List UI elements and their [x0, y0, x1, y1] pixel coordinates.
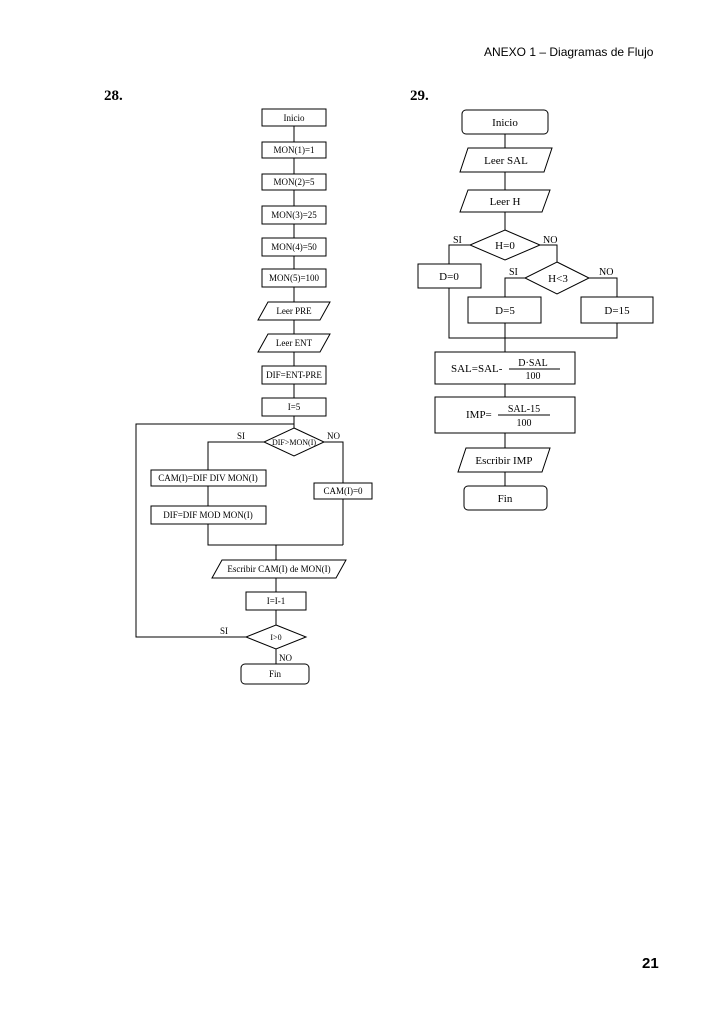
start-label-29: Inicio: [492, 117, 518, 129]
process-box-28: [313, 482, 373, 500]
flowchart-29: Inicio Leer SAL Leer H H=0 SI NO D=0 H<3…: [417, 109, 654, 511]
connector-29-yes: [504, 277, 525, 297]
mon5-label: MON(5)=100: [269, 273, 320, 283]
input-box-28: [257, 333, 331, 353]
diagram-28-number: 28.: [104, 88, 123, 104]
no2-label-28: NO: [279, 653, 292, 663]
cond2-label-29: H<3: [548, 273, 568, 285]
mon1-label: MON(1)=1: [273, 145, 314, 155]
yes2-label-28: SI: [220, 626, 228, 636]
dif-mod-label: DIF=DIF MOD MON(I): [163, 510, 253, 520]
output-box-29: [457, 447, 551, 473]
i-init-label: I=5: [288, 402, 301, 412]
no1-label-29: NO: [543, 235, 557, 246]
flowchart-28: Inicio MON(1)=1 MON(2)=5 MON(3)=25 MON(4…: [135, 108, 373, 685]
decision-diamond-28: [244, 624, 308, 650]
connector-28-loop: [135, 423, 294, 638]
page-number: 21: [642, 955, 659, 972]
input-box-28: [257, 301, 331, 321]
d0-label: D=0: [439, 271, 459, 283]
read-ent-label: Leer ENT: [276, 338, 313, 348]
sal-prefix-label: SAL=SAL-: [451, 363, 503, 375]
yes2-label-29: SI: [509, 267, 518, 278]
input-box-29: [459, 147, 553, 173]
process-box-28: [261, 365, 327, 385]
no2-label-29: NO: [599, 267, 613, 278]
process-box-29: [580, 296, 654, 324]
input-box-29: [459, 189, 551, 213]
cam-zero-label: CAM(I)=0: [323, 486, 363, 496]
process-box-28: [261, 237, 327, 257]
dec-label: I=I-1: [267, 596, 286, 606]
diagram-29-number: 29.: [410, 88, 429, 104]
cond1-label-28: DIF>MON(I): [272, 438, 316, 447]
mon3-label: MON(3)=25: [271, 210, 317, 220]
sal-denominator: 100: [526, 371, 541, 382]
process-box-28: [261, 397, 327, 417]
cam-div-label: CAM(I)=DIF DIV MON(I): [158, 473, 257, 483]
start-box-29: [461, 109, 549, 135]
process-box-28: [261, 141, 327, 159]
cond2-label-28: I>0: [270, 633, 281, 642]
write-label-28: Escribir CAM(I) de MON(I): [227, 564, 330, 574]
dif-label: DIF=ENT-PRE: [266, 370, 322, 380]
mon4-label: MON(4)=50: [271, 242, 317, 252]
d15-label: D=15: [604, 305, 630, 317]
connector-28-yes: [207, 441, 264, 470]
process-box-28: [150, 505, 267, 525]
process-box-28: [245, 591, 307, 611]
process-box-28: [261, 268, 327, 288]
decision-diamond-29: [523, 261, 591, 295]
mon2-label: MON(2)=5: [273, 177, 315, 187]
connector-29-merge: [448, 288, 618, 339]
output-box-28: [211, 559, 347, 579]
sal-numerator: D·SAL: [518, 358, 547, 369]
decision-diamond-28: [262, 427, 326, 457]
end-box-29: [463, 485, 548, 511]
process-box-29: [467, 296, 542, 324]
imp-numerator: SAL-15: [508, 404, 540, 415]
process-box-28: [150, 469, 267, 487]
d5-label: D=5: [495, 305, 515, 317]
connector-29-yes: [448, 244, 470, 264]
read-h-label: Leer H: [490, 196, 521, 208]
imp-denominator: 100: [517, 418, 532, 429]
start-label-28: Inicio: [284, 113, 305, 123]
cond1-label-29: H=0: [495, 240, 515, 252]
imp-prefix-label: IMP=: [466, 409, 492, 421]
connector-29-no: [540, 244, 558, 262]
end-box-28: [240, 663, 310, 685]
read-sal-label: Leer SAL: [484, 155, 528, 167]
process-box-29: [417, 263, 482, 289]
end-label-28: Fin: [269, 669, 282, 679]
end-label-29: Fin: [498, 493, 513, 505]
no1-label-28: NO: [327, 431, 340, 441]
write-label-29: Escribir IMP: [475, 455, 532, 467]
read-pre-label: Leer PRE: [276, 306, 312, 316]
yes1-label-29: SI: [453, 235, 462, 246]
connector-28-no: [324, 441, 344, 483]
process-box-29: [434, 351, 576, 385]
header-title: ANEXO 1 – Diagramas de Flujo: [484, 45, 654, 59]
yes1-label-28: SI: [237, 431, 245, 441]
process-box-28: [261, 173, 327, 191]
connector-29-no: [589, 277, 618, 297]
decision-diamond-29: [468, 229, 542, 261]
start-box-28: [261, 108, 327, 127]
process-box-28: [261, 205, 327, 225]
connector-28: [207, 524, 343, 546]
